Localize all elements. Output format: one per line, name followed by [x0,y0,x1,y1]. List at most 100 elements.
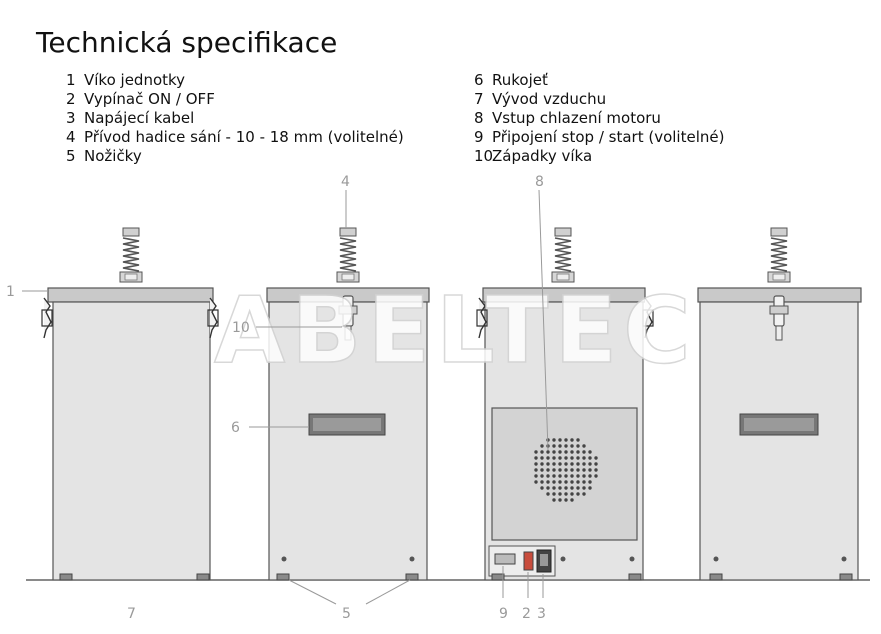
vent-hole [534,462,538,466]
callout-7: 7 [127,606,136,622]
vent-hole [558,438,562,442]
vent-hole [594,456,598,460]
callout-6: 6 [231,420,240,436]
vent-hole [582,474,586,478]
vent-hole [546,486,550,490]
vent-hole [576,492,580,496]
vent-hole [552,486,556,490]
legend-number: 10 [474,147,494,165]
vent-hole [540,450,544,454]
vent-hole [546,480,550,484]
vent-hole [588,456,592,460]
vent-hole [540,486,544,490]
vent-hole [588,480,592,484]
vent-hole [534,480,538,484]
legend-number: 4 [66,128,76,146]
vent-hole [570,492,574,496]
vent-hole [552,456,556,460]
legend-item: 7 Vývod vzduchu [474,90,724,109]
vent-hole [582,492,586,496]
vent-hole [570,444,574,448]
vent-hole [558,486,562,490]
legend-label: Připojení stop / start (volitelné) [492,128,725,146]
callout-lines [22,189,549,605]
vent-hole [576,456,580,460]
vent-hole [546,456,550,460]
vent-hole [576,450,580,454]
vent-hole [594,462,598,466]
vent-hole [576,486,580,490]
power-switch [523,551,534,571]
vent-hole [540,444,544,448]
vent-hole [570,468,574,472]
vent-hole [552,450,556,454]
unit-front-view [266,227,430,581]
vent-hole [558,450,562,454]
legend-number: 7 [474,90,484,108]
legend-label: Napájecí kabel [84,109,195,127]
vent-hole [588,450,592,454]
vent-hole [582,450,586,454]
vent-hole [564,498,568,502]
callout-5: 5 [342,606,351,622]
vent-hole [558,492,562,496]
callout-4: 4 [341,174,350,190]
vent-hole [588,462,592,466]
vent-hole [564,480,568,484]
vent-hole [558,462,562,466]
vent-hole [582,486,586,490]
unit-body [699,301,859,581]
stop-start-connector [494,553,516,565]
callout-8: 8 [535,174,544,190]
legend-label: Vývod vzduchu [492,90,607,108]
callout-10: 10 [232,320,250,336]
cooling-vent-grid [534,438,598,502]
vent-hole [552,438,556,442]
legend-number: 1 [66,71,76,89]
legend-label: Vstup chlazení motoru [492,109,661,127]
vent-hole [564,450,568,454]
vent-hole [570,474,574,478]
vent-hole [558,468,562,472]
vent-hole [576,444,580,448]
legend-label: Víko jednotky [84,71,186,89]
legend-label: Nožičky [84,147,142,165]
vent-hole [552,498,556,502]
vent-hole [570,462,574,466]
vent-hole [582,444,586,448]
callout-1: 1 [6,284,15,300]
vent-hole [546,492,550,496]
unit-rear-view [476,227,654,581]
vent-hole [552,444,556,448]
legend-item: 1 Víko jednotky [66,71,404,90]
legend-item: 8 Vstup chlazení motoru [474,109,724,128]
vent-hole [564,444,568,448]
vent-hole [558,456,562,460]
vent-hole [564,474,568,478]
unit-lid [47,287,214,303]
vent-hole [570,498,574,502]
callout-3: 3 [537,606,546,622]
legend-number: 3 [66,109,76,127]
vent-hole [534,468,538,472]
vent-hole [582,468,586,472]
vent-hole [570,450,574,454]
vent-hole [570,438,574,442]
callout-2: 2 [522,606,531,622]
legend-item: 3 Napájecí kabel [66,109,404,128]
vent-hole [546,462,550,466]
vent-hole [546,450,550,454]
vent-hole [564,492,568,496]
vent-hole [564,438,568,442]
legend-number: 8 [474,109,484,127]
legend-label: Vypínač ON / OFF [84,90,215,108]
vent-hole [588,468,592,472]
vent-hole [588,474,592,478]
vent-hole [594,468,598,472]
